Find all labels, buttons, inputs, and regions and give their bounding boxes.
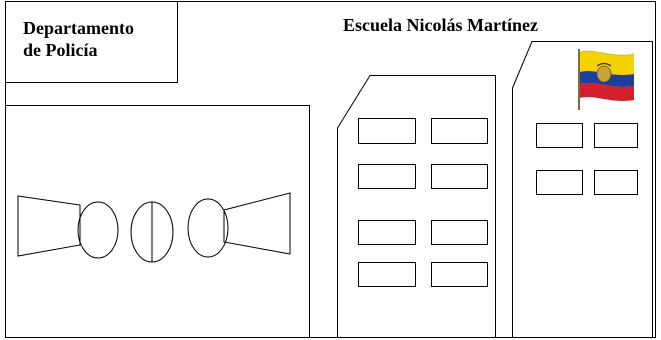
school-name-label: Escuela Nicolás Martínez <box>343 15 538 35</box>
window <box>594 170 638 195</box>
window <box>536 123 583 148</box>
window <box>431 220 488 245</box>
window <box>431 164 488 189</box>
siren-right-light <box>187 198 229 258</box>
school-building-main-outline <box>337 75 496 338</box>
window <box>358 262 416 287</box>
window <box>358 220 416 245</box>
police-label-line2: de Policía <box>23 40 98 60</box>
police-department-label: Departamento de Policía <box>23 17 134 61</box>
siren-left-cone <box>17 195 81 257</box>
school-building-annex-outline <box>512 41 653 338</box>
school-building-annex <box>512 41 653 338</box>
police-vehicle-body <box>5 105 310 338</box>
siren-right-cone <box>223 192 291 255</box>
window <box>358 164 416 189</box>
window <box>431 262 488 287</box>
police-label-line1: Departamento <box>23 18 134 38</box>
school-building-main <box>337 75 496 338</box>
window <box>358 118 416 144</box>
window <box>431 118 488 144</box>
police-sign-box <box>5 1 178 83</box>
ecuador-flag-icon <box>578 49 635 110</box>
window <box>536 170 583 195</box>
police-siren-lights <box>17 192 291 263</box>
siren-left-light <box>77 201 119 259</box>
window <box>594 123 638 148</box>
